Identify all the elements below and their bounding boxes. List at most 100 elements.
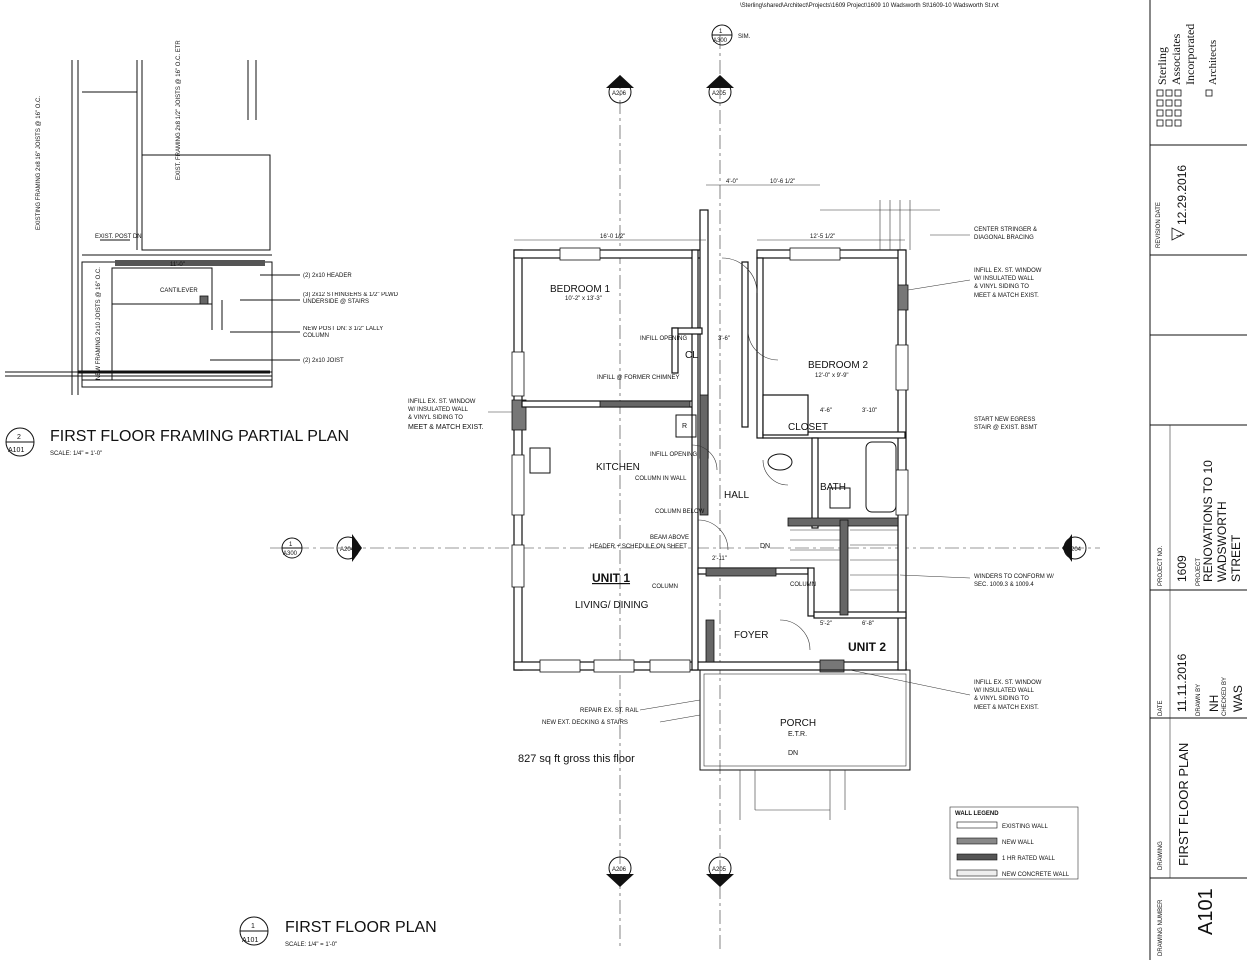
section-marker-a204-left: A204 [336, 534, 362, 562]
note-infill-window-left: INFILL EX. ST. WINDOW W/ INSULATED WALL … [408, 399, 512, 431]
revision-date: 12.29.2016 [1175, 165, 1189, 225]
section-marker-a300-top: 1 A300 SIM. [711, 24, 751, 46]
svg-text:W/ INSULATED WALL: W/ INSULATED WALL [974, 276, 1035, 282]
svg-text:A205: A205 [712, 867, 727, 873]
porch-dn: DN [788, 750, 798, 757]
wall-legend-title: WALL LEGEND [955, 811, 999, 817]
legend-concrete: NEW CONCRETE WALL [1002, 872, 1070, 878]
project-name-2: WADSWORTH [1215, 501, 1229, 582]
dim-top-3: 4'-0" [726, 179, 738, 185]
checked-label: CHECKED BY [1222, 677, 1228, 716]
legend-new: NEW WALL [1002, 840, 1034, 846]
note-new-post: NEW POST DN: 3 1/2" LALLY COLUMN [303, 326, 384, 339]
area-note: 827 sq ft gross this floor [518, 753, 635, 765]
dim-3: 3'-10" [862, 408, 877, 414]
section-marker-a205-bottom: A205 [706, 856, 734, 887]
note-header-1: (2) 2x10 HEADER [303, 273, 352, 279]
stair-dn: DN [760, 543, 770, 550]
firm-line-1: Sterling [1155, 47, 1169, 85]
unit-1-sub: LIVING/ DINING [575, 600, 649, 611]
room-cl: CL [685, 350, 698, 361]
legend-swatch-new [956, 837, 998, 845]
view-title-main: FIRST FLOOR PLAN [285, 919, 437, 936]
dim-4: 2'-11" [712, 556, 727, 562]
dim-top-1: 16'-0 1/2" [600, 234, 625, 240]
legend-swatch-existing [956, 821, 998, 829]
section-marker-a206-bottom: A206 [606, 856, 634, 887]
room-porch-etr: E.T.R. [788, 731, 807, 738]
section-marker-a300-left: 1 A300 [281, 537, 303, 559]
note-center-stringer: CENTER STRINGER & DIAGONAL BRACING [930, 227, 1037, 241]
dim-2: 4'-6" [820, 408, 832, 414]
refrigerator-mark: R [682, 423, 687, 430]
unit-1-label: UNIT 1 [592, 571, 630, 585]
note-dim: 11'-0" [170, 262, 185, 268]
unit-2-label: UNIT 2 [848, 640, 886, 654]
svg-text:MEET & MATCH EXIST.: MEET & MATCH EXIST. [408, 424, 484, 431]
firm-sub: Architects [1207, 40, 1219, 85]
view-scale: SCALE: 1/4" = 1'-0" [50, 451, 102, 457]
firm-logo: Sterling Associates Incorporated Archite… [1155, 24, 1219, 127]
svg-text:SEC. 1009.3 & 1009.4: SEC. 1009.3 & 1009.4 [974, 582, 1034, 588]
svg-text:W/ INSULATED WALL: W/ INSULATED WALL [974, 688, 1035, 694]
firm-line-2: Associates [1169, 33, 1183, 85]
view-number-main: 1 [251, 923, 255, 930]
post-mark [199, 295, 209, 305]
project-no: 1609 [1175, 555, 1189, 582]
svg-text:W/ INSULATED WALL: W/ INSULATED WALL [408, 407, 469, 413]
project-name-1: RENOVATIONS TO 10 [1201, 460, 1215, 582]
note-column-2: COLUMN [790, 582, 816, 588]
view-scale-main: SCALE: 1/4" = 1'-0" [285, 942, 337, 948]
svg-text:1: 1 [719, 29, 723, 35]
header-beam [115, 260, 265, 266]
room-bedroom-1-dim: 10'-2" x 13'-3" [565, 296, 602, 302]
note-xin-post: EXIST. POST DN [95, 234, 142, 240]
svg-text:& VINYL SIDING TO: & VINYL SIDING TO [974, 284, 1029, 290]
note-infill-chimney: INFILL @ FORMER CHIMNEY [597, 375, 680, 381]
drawing-title: FIRST FLOOR PLAN [1176, 743, 1191, 866]
drawing-label: DRAWING [1158, 841, 1164, 870]
svg-text:MEET & MATCH EXIST.: MEET & MATCH EXIST. [974, 705, 1039, 711]
note-winders: WINDERS TO CONFORM W/ SEC. 1009.3 & 1009… [899, 574, 1054, 588]
dim-6: 5'-2" [820, 621, 832, 627]
note-stringers: (3) 2x12 STRINGERS & 1/2" PLWD UNDERSIDE… [303, 292, 399, 305]
checked-value: WAS [1231, 685, 1245, 712]
legend-swatch-rated [956, 853, 998, 861]
svg-text:& VINYL SIDING TO: & VINYL SIDING TO [974, 696, 1029, 702]
svg-text:START NEW EGRESS: START NEW EGRESS [974, 417, 1035, 423]
svg-text:A205: A205 [712, 91, 727, 97]
svg-text:INFILL EX. ST. WINDOW: INFILL EX. ST. WINDOW [408, 399, 476, 405]
revision-number: 1 [1177, 233, 1183, 237]
svg-text:A300: A300 [283, 551, 298, 557]
svg-text:STAIR @ EXIST. BSMT: STAIR @ EXIST. BSMT [974, 425, 1038, 431]
room-kitchen: KITCHEN [596, 462, 640, 473]
sheet-number: A101 [1195, 888, 1217, 935]
room-closet: CLOSET [788, 422, 828, 433]
note-column-in-wall: COLUMN IN WALL [635, 476, 687, 482]
room-porch: PORCH [780, 718, 816, 729]
file-path: \Sterling\shared\Architect\Projects\1609… [740, 3, 999, 9]
drawn-label: DRAWN BY [1196, 684, 1202, 716]
svg-text:DIAGONAL BRACING: DIAGONAL BRACING [974, 235, 1034, 241]
porch [699, 669, 911, 820]
sheet-number-label: DRAWING NUMBER [1158, 899, 1164, 956]
room-hall: HALL [724, 490, 749, 501]
section-marker-a204-right: A204 [1062, 534, 1087, 562]
note-column: COLUMN [652, 584, 678, 590]
room-foyer: FOYER [734, 630, 768, 641]
note-start-egress: START NEW EGRESS STAIR @ EXIST. BSMT [974, 417, 1038, 431]
dim-1: 3'-6" [718, 336, 730, 342]
room-bedroom-2-dim: 12'-0" x 9'-9" [815, 373, 849, 379]
room-bedroom-1: BEDROOM 1 [550, 284, 610, 295]
dim-top-2: 12'-5 1/2" [810, 234, 835, 240]
svg-text:& VINYL SIDING TO: & VINYL SIDING TO [408, 415, 463, 421]
section-marker-a206-top: A206 [606, 75, 634, 104]
section-marker-a205-top: A205 [706, 75, 734, 104]
note-existing-joists: EXIST. FRAMING 2x8 1/2" JOISTS @ 16" O.C… [176, 40, 182, 180]
note-infill-window-right-2: INFILL EX. ST. WINDOW W/ INSULATED WALL … [849, 669, 1042, 711]
date-value: 11.11.2016 [1175, 653, 1189, 712]
note-column-below: COLUMN BELOW [655, 509, 705, 515]
svg-text:1: 1 [289, 542, 293, 548]
view-sheet-ref-main: A101 [242, 937, 258, 944]
note-header: HEADER + SCHEDULE ON SHEET [590, 544, 687, 550]
